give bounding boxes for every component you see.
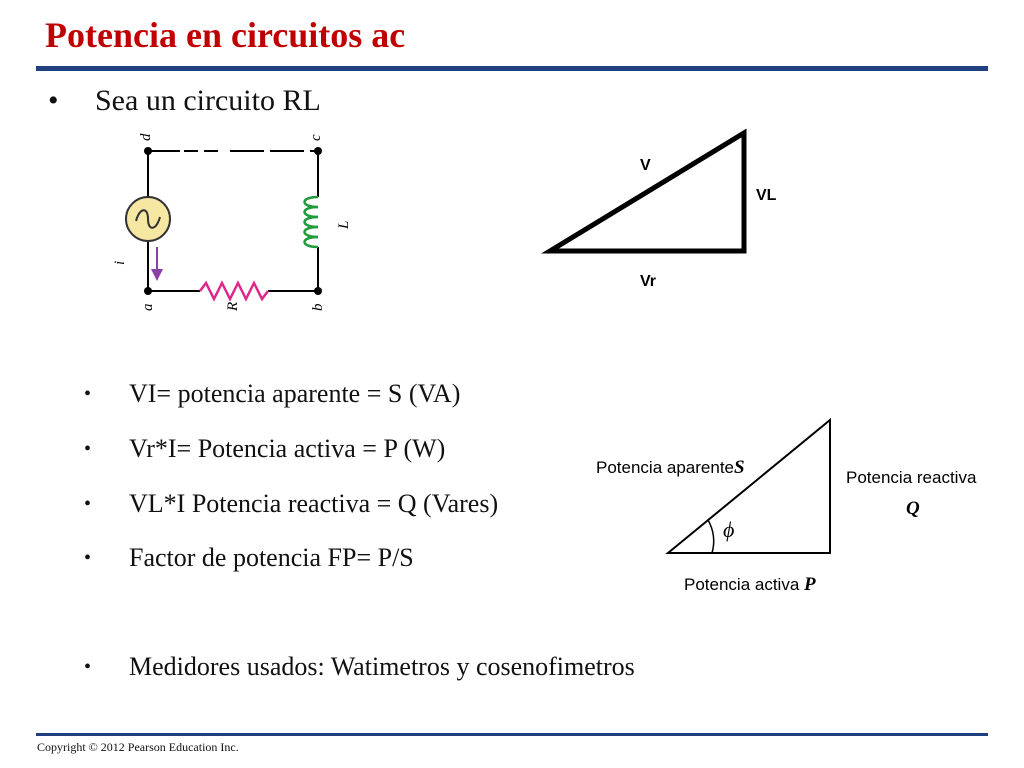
voltage-label-v: V (640, 157, 651, 174)
power-symbol-q: Q (906, 498, 920, 519)
current-label: i (112, 261, 128, 265)
sub-bullet-text: Medidores usados: Watimetros y cosenofim… (129, 652, 635, 681)
node-dot (144, 147, 152, 155)
node-dot (314, 287, 322, 295)
resistor-symbol (199, 280, 269, 302)
node-label-a: a (140, 304, 156, 312)
bullet-marker: • (84, 493, 92, 515)
bullet-marker: • (84, 383, 92, 405)
node-label-b: b (310, 303, 326, 311)
copyright-footer: Copyright © 2012 Pearson Education Inc. (37, 740, 239, 754)
node-label-c: c (308, 134, 324, 141)
voltage-triangle-diagram: V VL Vr (541, 128, 777, 290)
voltage-label-vr: Vr (640, 273, 656, 290)
bullet-marker: • (84, 547, 92, 569)
footer-divider (36, 733, 988, 736)
power-symbol-s: S (734, 457, 745, 478)
current-arrow-icon (151, 247, 163, 281)
ac-source-icon (125, 196, 171, 242)
power-triangle-diagram: ϕ Potencia aparente S Potencia reactiva … (596, 417, 977, 595)
slide-title: Potencia en circuitos ac (45, 15, 406, 55)
angle-arc (707, 519, 715, 554)
power-label-active: Potencia activa (684, 575, 800, 594)
title-divider (36, 66, 988, 71)
node-dot (144, 287, 152, 295)
node-label-d: d (138, 133, 154, 141)
sub-bullet-text: VL*I Potencia reactiva = Q (Vares) (129, 489, 499, 518)
sub-bullet-text: VI= potencia aparente = S (VA) (129, 379, 461, 408)
inductor-label: L (336, 221, 352, 230)
angle-symbol-phi: ϕ (723, 517, 734, 542)
bullet-marker: • (84, 656, 92, 678)
node-dot (314, 147, 322, 155)
power-symbol-p: P (803, 574, 816, 595)
power-label-reactive: Potencia reactiva (846, 468, 977, 487)
bullet-marker: • (84, 438, 92, 460)
inductor-symbol (303, 195, 319, 249)
voltage-label-vl: VL (756, 187, 777, 204)
main-bullet-text: Sea un circuito RL (95, 84, 321, 117)
bullet-marker: • (48, 84, 59, 117)
power-label-apparent: Potencia aparente (596, 458, 734, 477)
resistor-label: R (225, 302, 241, 312)
rl-circuit-diagram: d c a b R L i (112, 133, 352, 312)
sub-bullet-text: Vr*I= Potencia activa = P (W) (129, 434, 446, 463)
sub-bullet-text: Factor de potencia FP= P/S (129, 543, 414, 572)
